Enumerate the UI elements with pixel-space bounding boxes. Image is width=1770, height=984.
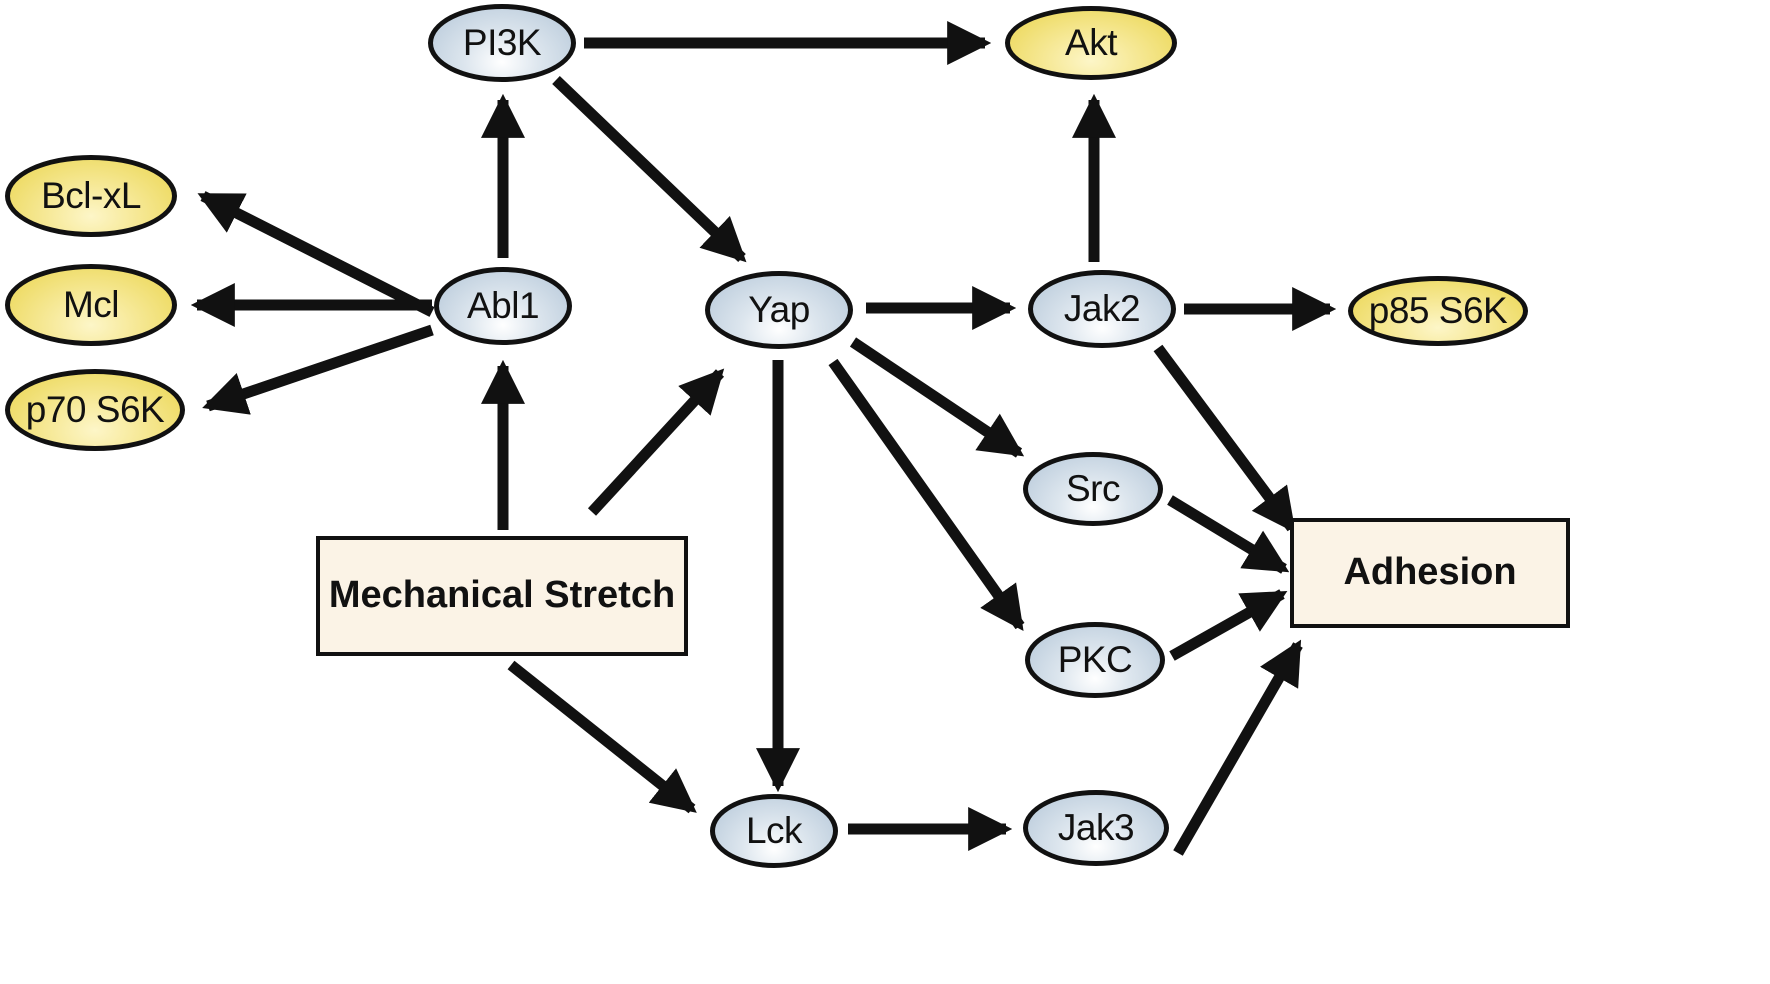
edge-jak2-to-adhesion — [1153, 344, 1297, 533]
node-label: p70 S6K — [25, 388, 165, 430]
node-label: Src — [1066, 467, 1121, 509]
node-pi3k[interactable]: PI3K — [428, 4, 576, 82]
node-label: Yap — [748, 288, 810, 330]
edge-jak3-to-adhesion — [1173, 639, 1303, 856]
node-label: Mechanical Stretch — [328, 574, 676, 617]
node-label: PI3K — [462, 21, 542, 63]
edge-stretch-to-lck — [507, 660, 697, 814]
node-bcl-xl[interactable]: Bcl-xL — [5, 155, 177, 237]
edge-yap-to-pkc — [828, 358, 1025, 632]
edge-src-to-adhesion — [1167, 495, 1290, 574]
node-mechanical-stretch[interactable]: Mechanical Stretch — [316, 536, 688, 656]
node-jak3[interactable]: Jak3 — [1023, 790, 1169, 866]
node-src[interactable]: Src — [1023, 452, 1163, 526]
edge-pi3k-to-yap — [552, 76, 747, 263]
node-lck[interactable]: Lck — [710, 794, 838, 868]
node-label: Bcl-xL — [41, 174, 141, 216]
node-label: Jak2 — [1063, 287, 1141, 329]
node-label: Abl1 — [466, 284, 540, 326]
node-akt[interactable]: Akt — [1005, 6, 1177, 80]
node-pkc[interactable]: PKC — [1025, 622, 1165, 698]
node-p70-s6k[interactable]: p70 S6K — [5, 369, 185, 451]
node-label: Lck — [745, 809, 803, 851]
node-label: Akt — [1065, 21, 1117, 63]
edge-abl1-to-bclxl — [197, 191, 435, 317]
node-yap[interactable]: Yap — [705, 271, 853, 349]
edge-abl1-to-p70s6k — [202, 324, 434, 415]
node-jak2[interactable]: Jak2 — [1028, 270, 1176, 348]
edge-stretch-to-yap — [587, 368, 725, 516]
edge-yap-to-src — [849, 337, 1025, 458]
node-mcl[interactable]: Mcl — [5, 264, 177, 346]
node-p85-s6k[interactable]: p85 S6K — [1348, 276, 1528, 346]
node-label: p85 S6K — [1368, 289, 1508, 331]
edge-pkc-to-adhesion — [1169, 589, 1288, 661]
node-label: Mcl — [62, 283, 120, 325]
node-adhesion[interactable]: Adhesion — [1290, 518, 1570, 628]
node-label: PKC — [1057, 638, 1133, 680]
node-label: Jak3 — [1057, 806, 1135, 848]
node-label: Adhesion — [1343, 551, 1517, 594]
node-abl1[interactable]: Abl1 — [434, 267, 572, 345]
